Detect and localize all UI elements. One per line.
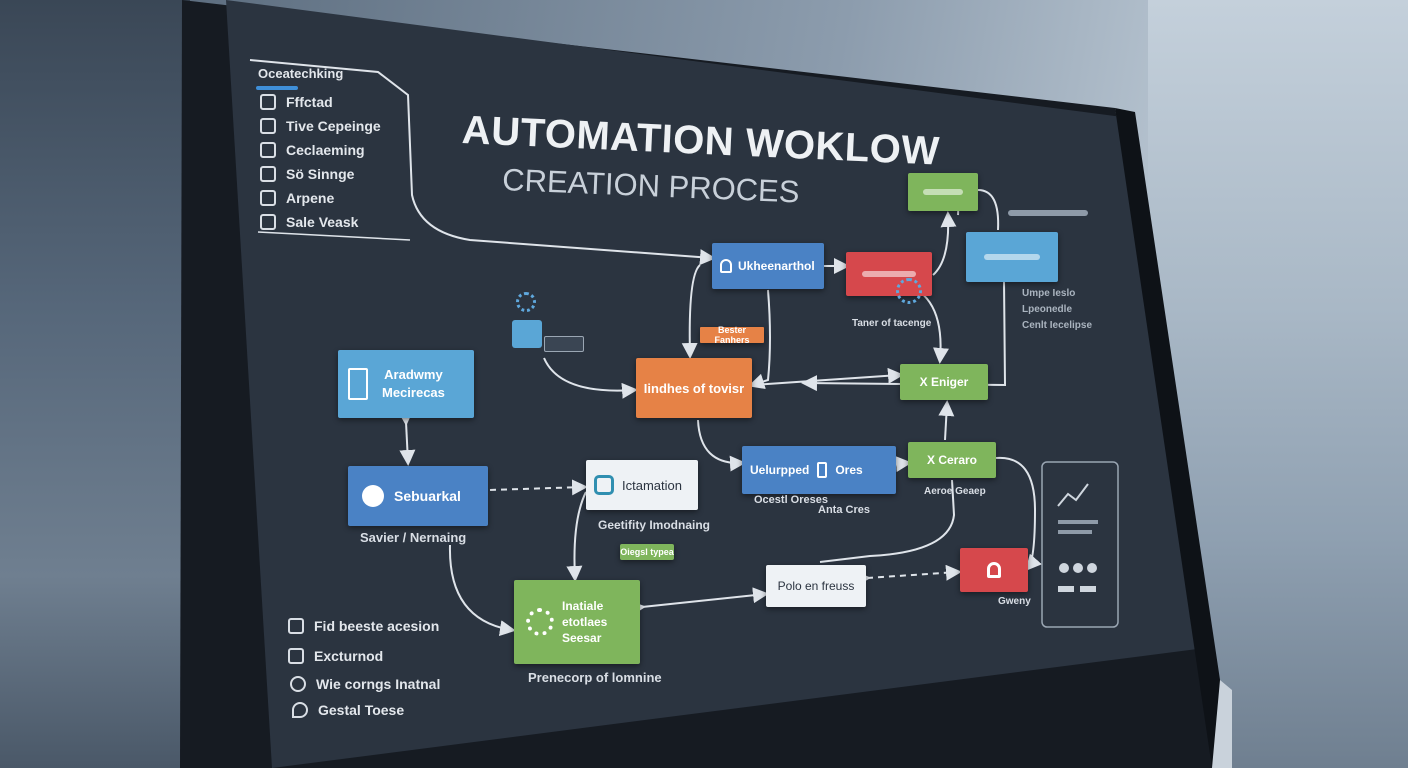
top-menu-label: Sale Veask	[286, 214, 359, 230]
toggle-icon	[544, 336, 584, 352]
gear-caption: Prenecorp of lomnine	[528, 670, 662, 685]
top-menu-label: Ceclaeming	[286, 142, 365, 158]
node-left-blue-top[interactable]: Aradwmy Mecirecas	[338, 350, 474, 418]
node-right-blue[interactable]	[966, 232, 1058, 282]
document-icon	[348, 368, 368, 400]
bottom-menu-label: Gestal Toese	[318, 702, 405, 718]
camera-icon	[594, 475, 614, 495]
user-icon	[720, 259, 732, 273]
node-mid-blue-right-label: Ores	[835, 463, 863, 477]
edit-icon	[260, 214, 276, 230]
phone-content	[1057, 483, 1098, 592]
top-menu-item[interactable]: Sö Sinnge	[260, 166, 354, 182]
node-left-blue-top-line2: Mecirecas	[382, 385, 445, 400]
teal-caption: Geetifity Imodnaing	[598, 518, 711, 532]
right-list-item: Cenlt Iecelipse	[1022, 320, 1093, 331]
mid-blue-caption-a: Ocestl Oreses	[754, 494, 828, 506]
shield-icon	[292, 702, 308, 718]
right-list-item: Umpe Ieslo	[1022, 288, 1076, 299]
node-gear-green-line1: Inatiale	[562, 599, 604, 613]
document-icon	[288, 618, 304, 634]
green-caption: Aeroe Geaep	[924, 486, 986, 497]
lock-icon	[987, 562, 1001, 578]
node-top-green[interactable]	[908, 173, 978, 211]
node-mid-blue-label: Uelurpped	[750, 463, 810, 477]
top-menu-item[interactable]: Arpene	[260, 190, 334, 206]
bottom-menu-item[interactable]: Gestal Toese	[292, 702, 404, 718]
node-top-blue-label: Ukheenarthol	[738, 259, 815, 273]
bottom-menu-label: Fid beeste acesion	[314, 618, 440, 634]
left-blue-mid-caption: Savier / Nernaing	[360, 530, 467, 545]
record-icon	[362, 485, 384, 507]
top-menu-label: Arpene	[286, 190, 335, 206]
node-top-red[interactable]	[846, 252, 932, 296]
bottom-menu-item[interactable]: Wie corngs Inatnal	[290, 676, 440, 692]
placeholder-bar	[1008, 210, 1088, 216]
red-caption: Taner of tacenge	[852, 318, 932, 329]
node-mid-blue[interactable]: Uelurpped Ores	[742, 446, 896, 494]
right-list-item: Lpeonedle	[1022, 304, 1073, 315]
check-icon	[260, 94, 276, 110]
node-gear-green[interactable]: Inatiale etotlaes Seesar	[514, 580, 640, 664]
node-left-blue-top-text: Aradwmy Mecirecas	[382, 366, 445, 402]
red-small-caption: Gweny	[998, 596, 1031, 607]
box-icon	[260, 118, 276, 134]
node-green-mid-right[interactable]: X Ceraro	[908, 442, 996, 478]
user-card-icon	[512, 320, 542, 348]
bottom-menu-item[interactable]: Fid beeste acesion	[288, 618, 439, 634]
node-mid-teal[interactable]: Ictamation	[586, 460, 698, 510]
background-left	[0, 0, 190, 768]
node-left-blue-top-line1: Aradwmy	[384, 367, 443, 382]
gear-icon	[896, 278, 922, 304]
node-green-right-top[interactable]: X Eniger	[900, 364, 988, 400]
calendar-icon	[260, 166, 276, 182]
bottom-menu-label: Wie corngs Inatnal	[316, 676, 441, 692]
node-mid-green-tag: Oiegsl typea	[620, 544, 674, 560]
node-top-blue[interactable]: Ukheenarthol	[712, 243, 824, 289]
placeholder-bar	[862, 271, 916, 277]
folder-icon	[288, 648, 304, 664]
node-left-blue-mid[interactable]: Sebuarkal	[348, 466, 488, 526]
bottom-menu-item[interactable]: Excturnod	[288, 648, 383, 664]
top-menu-item[interactable]: Tive Cepeinge	[260, 118, 381, 134]
phone-icon	[817, 462, 828, 478]
top-menu-item[interactable]: Fffctad	[260, 94, 333, 110]
top-menu-label: Sö Sinnge	[286, 166, 355, 182]
node-gear-green-line2: etotlaes	[562, 615, 608, 629]
node-white-box[interactable]: Polo en freuss	[766, 565, 866, 607]
top-menu-label: Fffctad	[286, 94, 333, 110]
node-left-blue-mid-label: Sebuarkal	[394, 488, 461, 504]
placeholder-bar	[923, 189, 963, 195]
node-center-tag: Bester Fanhers	[700, 325, 764, 345]
user-icon	[260, 190, 276, 206]
node-gear-green-text: Inatiale etotlaes Seesar	[562, 598, 607, 646]
node-mid-teal-label: Ictamation	[622, 477, 682, 493]
top-menu-label: Tive Cepeinge	[286, 118, 381, 134]
top-menu-item[interactable]: Sale Veask	[260, 214, 358, 230]
chat-icon	[290, 676, 306, 692]
top-menu-item[interactable]: Ceclaeming	[260, 142, 365, 158]
bottom-menu-label: Excturnod	[314, 648, 384, 664]
mail-icon	[260, 142, 276, 158]
gear-icon	[516, 292, 536, 312]
gear-icon	[526, 608, 554, 636]
top-menu-header: Oceatechking	[258, 66, 344, 81]
node-red-small[interactable]	[960, 548, 1028, 592]
mid-blue-caption-b: Anta Cres	[818, 504, 870, 516]
placeholder-bar	[984, 254, 1040, 260]
active-indicator	[256, 86, 298, 90]
node-center-orange[interactable]: Iindhes of tovisr	[636, 358, 752, 418]
node-gear-green-line3: Seesar	[562, 631, 602, 645]
